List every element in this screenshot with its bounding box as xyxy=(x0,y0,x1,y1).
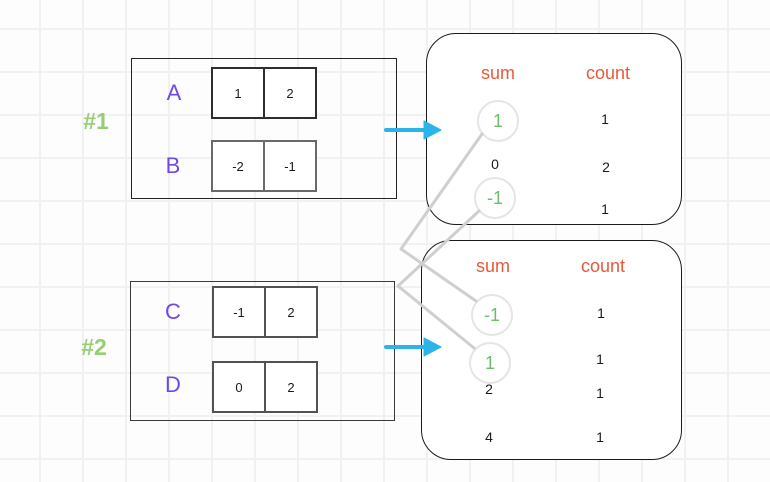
array-cell: -2 xyxy=(213,142,265,190)
sum-value-circled: -1 xyxy=(486,187,503,208)
array-cell: 2 xyxy=(287,304,295,320)
sum-value: 0 xyxy=(491,156,499,172)
array-cell: 0 xyxy=(214,363,266,411)
sum-value: 4 xyxy=(485,429,493,445)
sum-header: sum xyxy=(475,256,510,276)
count-value: 1 xyxy=(597,305,605,321)
array-a-cells: 1 2 xyxy=(211,67,317,119)
count-value: 1 xyxy=(596,429,604,445)
sum-highlight-circle: -1 xyxy=(474,177,516,219)
result-box-1: sum count 1 1 0 2 -1 1 xyxy=(426,33,682,225)
sum-header: sum xyxy=(480,63,515,83)
count-value: 1 xyxy=(596,351,604,367)
array-b-label: B xyxy=(165,153,181,178)
array-a-label: A xyxy=(166,80,182,105)
group-2-label: #2 xyxy=(81,334,107,360)
count-value: 1 xyxy=(596,385,604,401)
count-value: 1 xyxy=(601,201,609,217)
array-d-cells: 0 2 xyxy=(212,361,318,413)
array-cell: 2 xyxy=(287,379,295,395)
sum-value-circled: -1 xyxy=(483,304,500,325)
array-cell: 1 xyxy=(213,69,265,117)
sum-highlight-circle: 1 xyxy=(477,100,519,142)
group-2-box xyxy=(130,281,395,421)
count-header: count xyxy=(585,63,631,83)
array-cell: 2 xyxy=(286,85,294,101)
group-1-label: #1 xyxy=(83,108,109,134)
count-value: 1 xyxy=(601,111,609,127)
array-cell: -1 xyxy=(214,288,266,336)
count-value: 2 xyxy=(602,159,610,175)
sum-value-circled: 1 xyxy=(484,352,495,373)
sum-highlight-circle: 1 xyxy=(469,342,511,384)
array-b-cells: -2 -1 xyxy=(211,140,317,192)
count-header: count xyxy=(580,256,626,276)
sum-highlight-circle: -1 xyxy=(471,294,513,336)
sum-value: 2 xyxy=(485,381,493,397)
array-c-label: C xyxy=(165,299,181,324)
array-c-cells: -1 2 xyxy=(212,286,318,338)
array-d-label: D xyxy=(165,372,181,397)
result-box-2: sum count -1 1 1 1 2 1 4 1 xyxy=(421,240,682,460)
array-cell: -1 xyxy=(284,158,296,174)
sum-value-circled: 1 xyxy=(492,110,503,131)
